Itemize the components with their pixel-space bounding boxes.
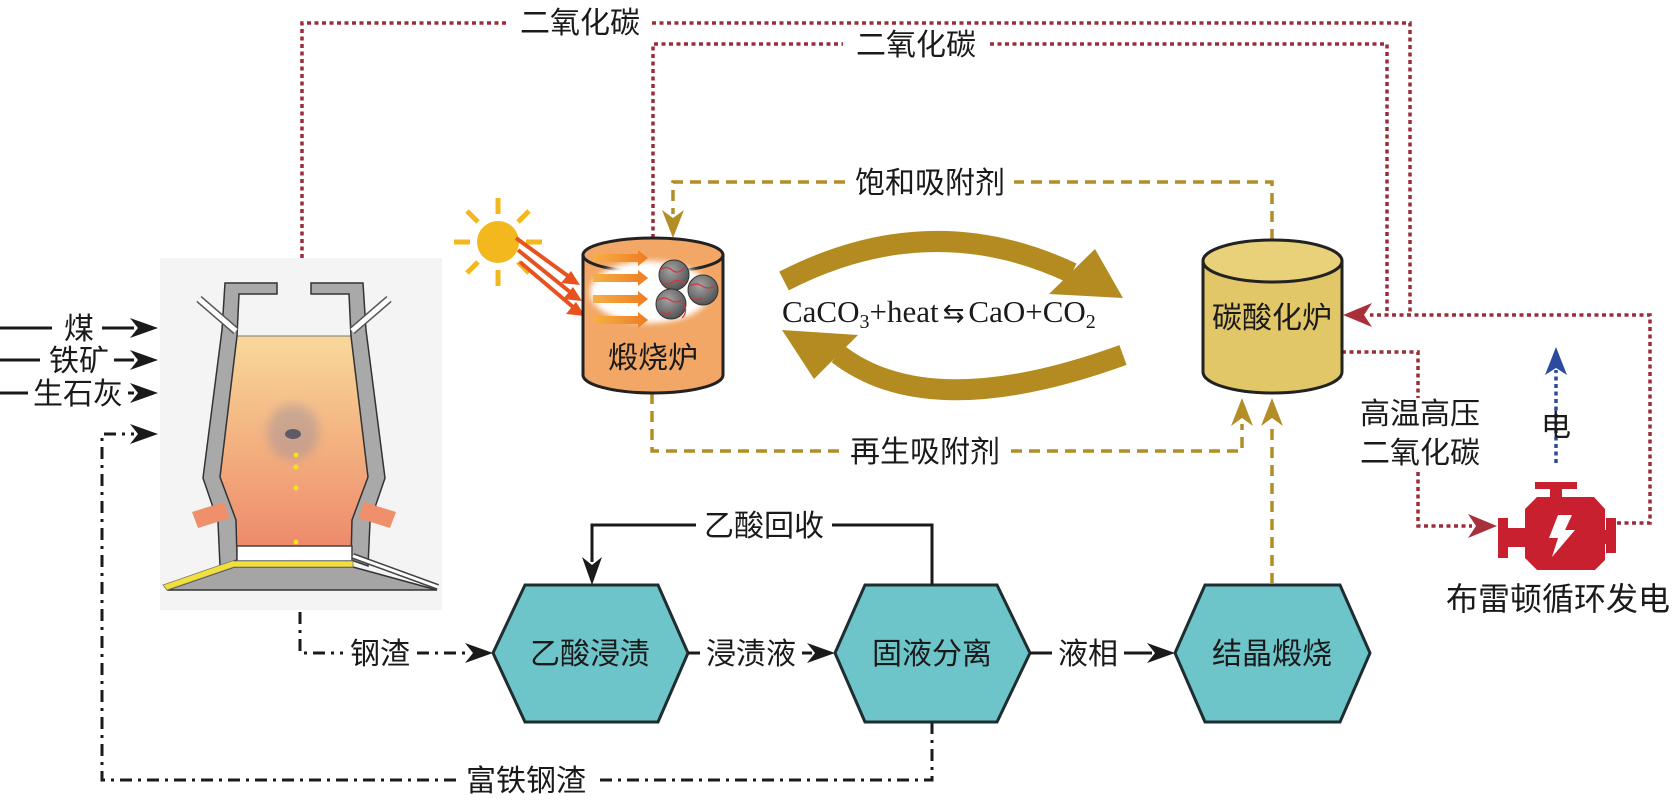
furnace-wall-right [310, 282, 386, 568]
arrowhead [1468, 514, 1497, 538]
furnace-ore-particle [285, 429, 301, 439]
arrowhead [130, 318, 158, 338]
furnace-wall-left [202, 282, 278, 568]
crystallization-product-line [1261, 398, 1283, 584]
input-label-coal: 煤 [64, 312, 94, 347]
lightning-icon [1549, 515, 1575, 557]
equation-product-subscript: 2 [1086, 311, 1096, 333]
calciner-label: 煅烧炉 [608, 341, 698, 376]
arrowhead [130, 424, 158, 444]
carbonation-arc [779, 230, 1077, 291]
engine-icon [1498, 482, 1616, 570]
flow-label-regenerated-sorbent: 再生吸附剂 [850, 435, 1000, 470]
iron-rich-slag-return-line: 富铁钢渣 [100, 424, 934, 799]
co2-feed-to-carbonator [1343, 303, 1652, 525]
steel-slag-line: 钢渣 [298, 612, 493, 672]
cycle-arrows-icon [779, 230, 1127, 401]
leachate-line: 浸渍液 [688, 637, 835, 672]
arrowhead [1545, 347, 1567, 375]
arrowhead [1231, 398, 1253, 426]
arrowhead [465, 643, 493, 663]
regenerated-sorbent-line: 再生吸附剂 [650, 393, 1253, 470]
sorbent-particles-icon [655, 259, 719, 320]
co2-line-from-furnace: 二氧化碳 [300, 6, 1412, 315]
hexagon [1173, 583, 1372, 724]
flow-label-electricity: 电 [1541, 409, 1571, 444]
arrowhead [1049, 249, 1123, 298]
heat-flow-arrows-icon [593, 250, 648, 328]
furnace-gas-offtakes [196, 295, 392, 335]
arrowhead [130, 383, 158, 403]
flow-label-co2-furnace: 二氧化碳 [520, 6, 640, 41]
solar-heat-arrows-icon [514, 236, 585, 316]
blast-furnace-icon [160, 258, 442, 610]
flow-label-leachate: 浸渍液 [706, 637, 796, 672]
molten-iron-drops [293, 452, 299, 569]
arrowhead [1147, 643, 1175, 663]
input-iron-ore-arrow: 铁矿 [0, 344, 158, 379]
input-quicklime-arrow: 生石灰 [0, 377, 158, 412]
furnace-hearth [236, 545, 353, 562]
process-step-crystallization: 结晶煅烧 [1173, 583, 1372, 724]
sun-icon [454, 198, 542, 286]
arrowhead [807, 643, 835, 663]
equation-reactant-extra: +heat [870, 294, 940, 329]
calcination-arc [831, 345, 1127, 401]
acetic-acid-recovery-line: 乙酸回收 [582, 509, 934, 585]
arrowhead [1261, 398, 1283, 426]
flow-label-steel-slag: 钢渣 [350, 637, 410, 672]
equation-product: CaO+CO [968, 294, 1085, 329]
sun-rays [454, 198, 542, 286]
arrowhead [782, 330, 858, 379]
flow-label-co2-calciner: 二氧化碳 [856, 28, 976, 63]
process-step-leaching: 乙酸浸渍 [491, 583, 690, 724]
arrowhead [662, 210, 684, 238]
calciner-cylinder: 煅烧炉 [581, 236, 725, 395]
arrowhead [130, 350, 158, 370]
power-cycle-label: 布雷顿循环发电 [1446, 580, 1670, 618]
tuyere-left [192, 502, 230, 528]
equilibrium-arrow: ⇆ [943, 299, 965, 329]
reaction-equation: CaCO3+heat⇆CaO+CO2 [782, 294, 1096, 333]
process-step-separation: 固液分离 [833, 583, 1032, 724]
arrowhead [1343, 303, 1372, 327]
saturated-sorbent-line: 饱和吸附剂 [662, 166, 1274, 240]
carbonator-label: 碳酸化炉 [1212, 301, 1332, 336]
flow-label-liquid-phase: 液相 [1058, 637, 1118, 672]
hot-co2-to-power-cycle: 高温高压 二氧化碳 [1342, 350, 1497, 538]
co2-line-from-calciner: 二氧化碳 [651, 28, 1389, 315]
flow-label-hot-co2-line2: 二氧化碳 [1360, 436, 1480, 471]
flow-label-saturated-sorbent: 饱和吸附剂 [855, 166, 1005, 201]
sun-disk [477, 221, 519, 263]
equation-reactant-subscript: 3 [860, 311, 870, 333]
cylinder-body [1201, 259, 1344, 395]
flow-label-iron-rich-slag: 富铁钢渣 [466, 764, 586, 799]
input-coal-arrow: 煤 [0, 312, 158, 347]
input-label-iron-ore: 铁矿 [49, 344, 109, 379]
liquid-phase-line: 液相 [1030, 637, 1175, 672]
equation-reactant: CaCO [782, 294, 860, 329]
cylinder-top [1201, 238, 1344, 284]
process-step-label: 乙酸浸渍 [530, 637, 650, 672]
flow-label-acetic-acid-recovery: 乙酸回收 [704, 509, 824, 544]
input-label-quicklime: 生石灰 [33, 377, 123, 412]
tapping-channel [162, 560, 354, 591]
process-step-label: 固液分离 [872, 637, 992, 672]
carbonator-cylinder: 碳酸化炉 [1201, 238, 1344, 395]
tuyere-right [358, 502, 396, 528]
arrowhead [582, 557, 602, 585]
process-step-label: 结晶煅烧 [1212, 637, 1332, 672]
electricity-output: 电 [1541, 347, 1571, 463]
flow-label-hot-co2-line1: 高温高压 [1360, 397, 1480, 432]
